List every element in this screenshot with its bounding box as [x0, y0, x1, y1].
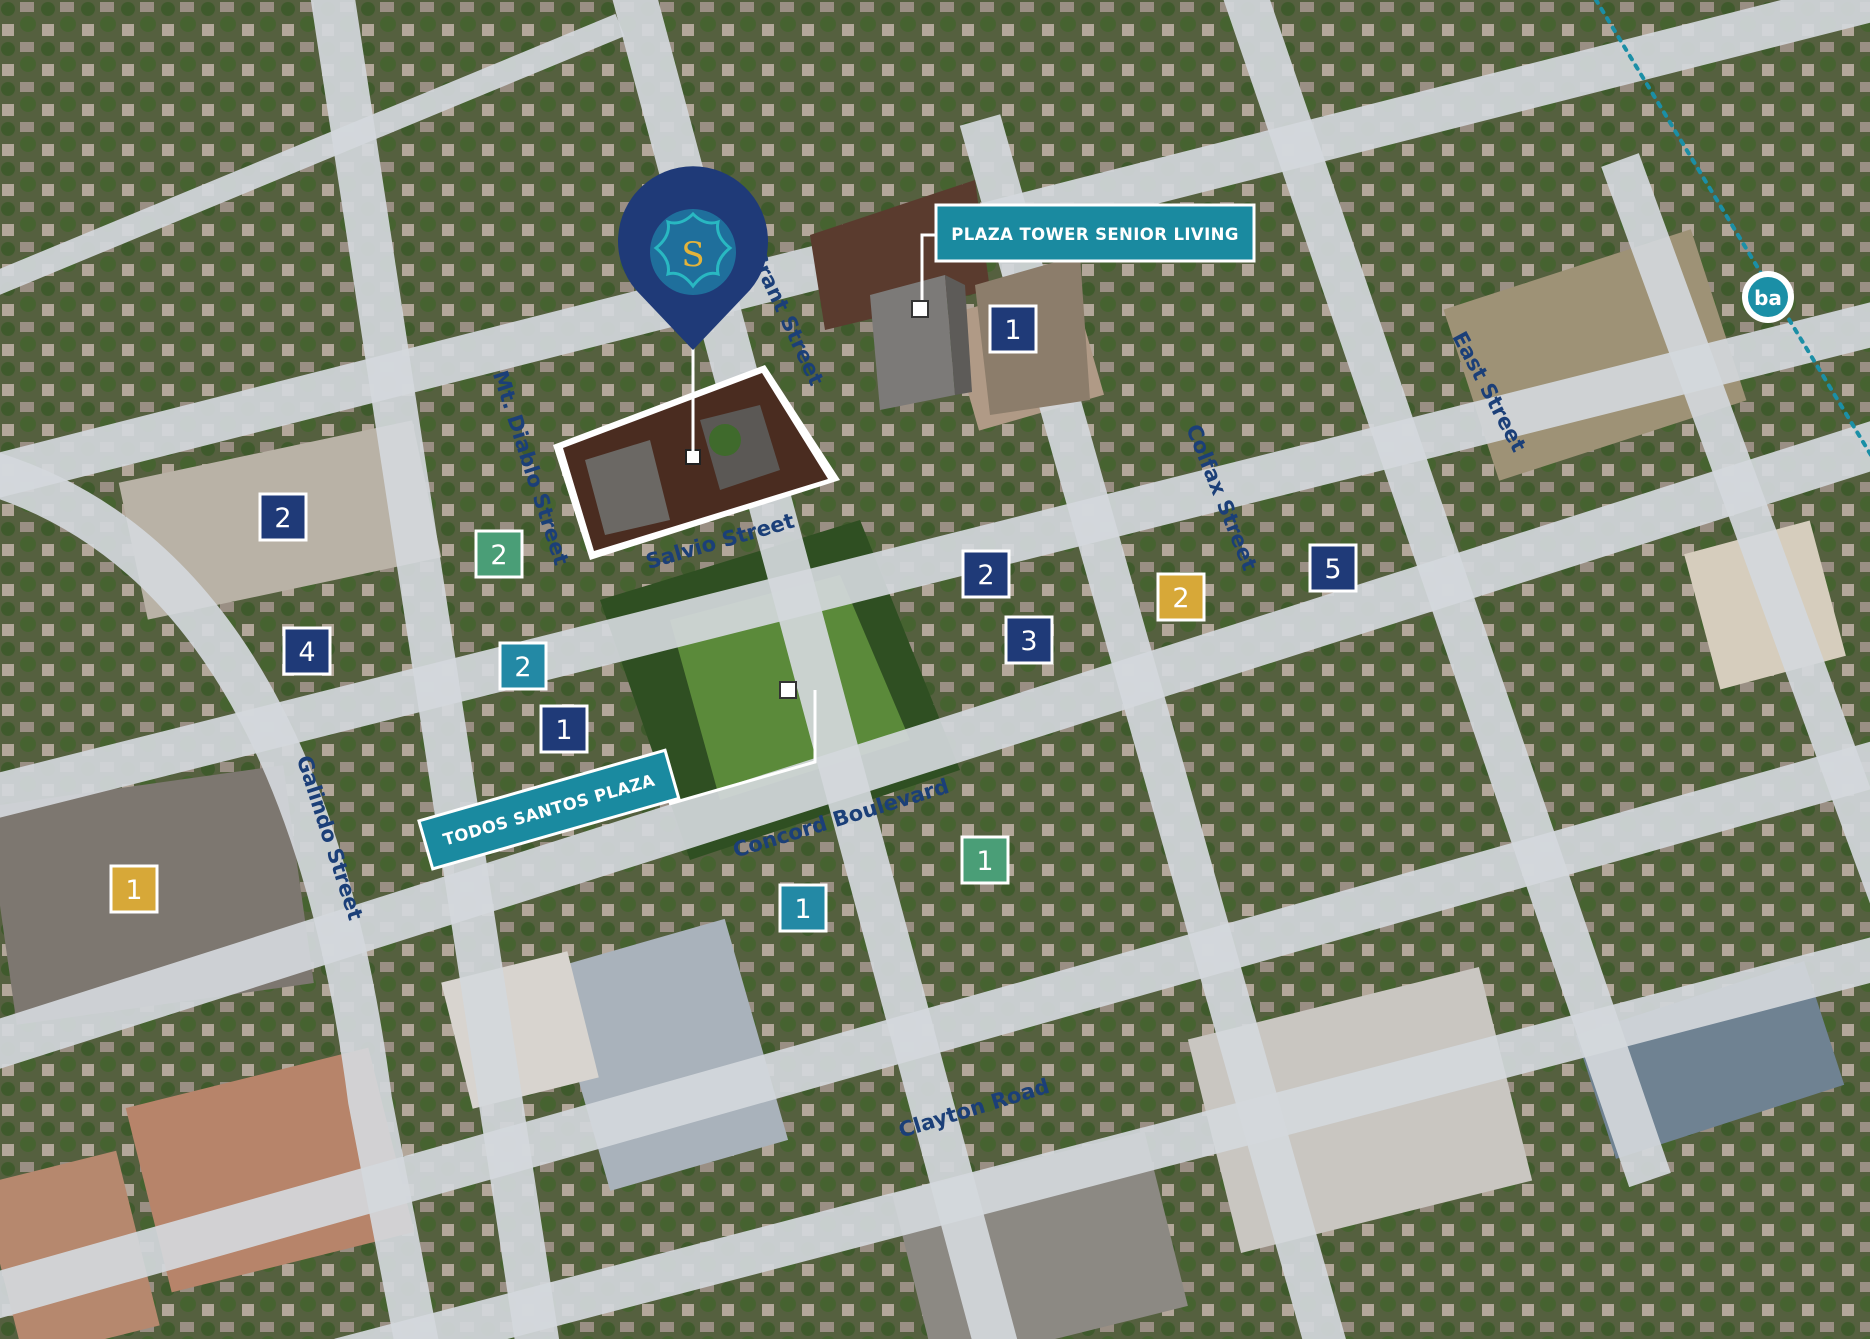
- marker-navy-2[interactable]: 2: [961, 549, 1011, 599]
- marker-navy-4[interactable]: 4: [282, 626, 332, 676]
- marker-green-2[interactable]: 2: [474, 529, 524, 579]
- marker-teal-1[interactable]: 1: [778, 883, 828, 933]
- marker-gold-1[interactable]: 1: [109, 864, 159, 914]
- marker-navy-1[interactable]: 1: [988, 304, 1038, 354]
- marker-number: 1: [125, 875, 142, 906]
- pin-monogram: S: [681, 235, 704, 275]
- marker-number: 3: [1020, 626, 1037, 657]
- marker-box: [1156, 572, 1206, 622]
- callout-plaza-tower: PLAZA TOWER SENIOR LIVING: [911, 203, 1256, 318]
- marker-teal-2[interactable]: 2: [498, 641, 548, 691]
- marker-box: [1004, 615, 1054, 665]
- bart-label: ba: [1754, 286, 1782, 310]
- bart-station-icon: ba: [1742, 271, 1794, 323]
- marker-box: [474, 529, 524, 579]
- marker-number: 2: [514, 652, 531, 683]
- marker-navy-2[interactable]: 2: [258, 492, 308, 542]
- plaza-tower-pointer: [911, 300, 929, 318]
- marker-navy-5[interactable]: 5: [1308, 543, 1358, 593]
- marker-box: [961, 549, 1011, 599]
- marker-box: [498, 641, 548, 691]
- marker-box: [258, 492, 308, 542]
- marker-number: 1: [794, 894, 811, 925]
- marker-box: [1308, 543, 1358, 593]
- bart-rail-line: [1593, 0, 1870, 458]
- plaza-tower-callout-label: PLAZA TOWER SENIOR LIVING: [951, 225, 1239, 244]
- spark-logo-icon: S: [650, 209, 736, 295]
- site-pin: S: [617, 166, 768, 455]
- marker-number: 1: [555, 715, 572, 746]
- marker-navy-1[interactable]: 1: [539, 704, 589, 754]
- marker-gold-2[interactable]: 2: [1156, 572, 1206, 622]
- marker-box: [988, 304, 1038, 354]
- todos-santos-pointer: [779, 681, 797, 699]
- todos-santos-callout-box: [417, 748, 681, 871]
- marker-box: [778, 883, 828, 933]
- marker-number: 5: [1324, 554, 1341, 585]
- marker-number: 1: [976, 846, 993, 877]
- marker-number: 2: [977, 560, 994, 591]
- subject-site: [553, 365, 840, 560]
- amenity-markers: 1 2 2 4 2 1 2 3 2 5 1 1 1: [109, 304, 1358, 933]
- marker-box: [960, 835, 1010, 885]
- marker-number: 1: [1004, 315, 1021, 346]
- marker-green-1[interactable]: 1: [960, 835, 1010, 885]
- marker-number: 2: [274, 503, 291, 534]
- marker-navy-3[interactable]: 3: [1004, 615, 1054, 665]
- marker-number: 2: [1172, 583, 1189, 614]
- marker-box: [282, 626, 332, 676]
- marker-number: 2: [490, 540, 507, 571]
- marker-box: [539, 704, 589, 754]
- plaza-tower-callout-box: [934, 203, 1256, 263]
- marker-box: [109, 864, 159, 914]
- marker-number: 4: [298, 637, 315, 668]
